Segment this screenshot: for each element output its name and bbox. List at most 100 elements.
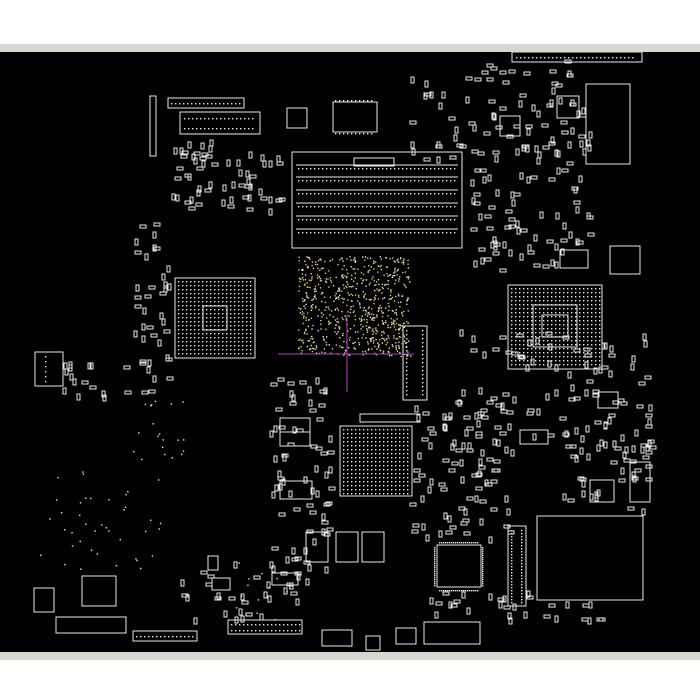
passive-component[interactable] [268,196,273,204]
passive-component[interactable] [470,348,478,353]
passive-component[interactable] [504,495,509,503]
passive-component[interactable] [228,596,236,601]
passive-component[interactable] [624,446,629,454]
passive-component[interactable] [141,390,149,395]
passive-component[interactable] [568,397,576,402]
passive-component[interactable] [449,155,457,160]
passive-component[interactable] [427,486,432,494]
passive-component[interactable] [280,571,288,576]
passive-component[interactable] [486,457,494,462]
passive-component[interactable] [413,478,421,483]
passive-component[interactable] [576,240,584,245]
passive-component[interactable] [471,149,479,154]
passive-component[interactable] [123,365,131,370]
passive-component[interactable] [481,70,489,75]
passive-component[interactable] [499,335,507,340]
passive-component[interactable] [507,423,512,431]
passive-component[interactable] [429,478,434,486]
passive-component[interactable] [478,247,486,252]
passive-component[interactable] [229,196,234,204]
passive-component[interactable] [290,591,298,596]
passive-component[interactable] [518,100,523,108]
passive-component[interactable] [277,476,285,481]
passive-component[interactable] [567,371,572,379]
passive-component[interactable] [180,579,185,587]
passive-component[interactable] [474,495,479,503]
passive-component[interactable] [200,570,208,575]
passive-component[interactable] [527,244,532,252]
passive-component[interactable] [488,99,496,104]
passive-component[interactable] [214,596,222,601]
passive-component[interactable] [166,265,171,273]
passive-component[interactable] [558,97,563,105]
passive-component[interactable] [320,451,328,456]
passive-component[interactable] [315,377,320,385]
passive-component[interactable] [89,385,97,390]
passive-component[interactable] [506,508,511,516]
passive-component[interactable] [620,467,625,475]
passive-component[interactable] [513,124,521,129]
passive-component[interactable] [579,477,587,482]
passive-component[interactable] [567,498,575,503]
passive-component[interactable] [551,87,556,95]
passive-component[interactable] [425,534,430,542]
passive-component[interactable] [569,102,577,107]
passive-component[interactable] [565,444,573,449]
passive-component[interactable] [492,347,500,352]
passive-component[interactable] [634,468,642,473]
passive-component[interactable] [287,442,295,447]
passive-component[interactable] [518,355,526,360]
passive-component[interactable] [436,156,441,164]
passive-component[interactable] [487,174,492,182]
passive-component[interactable] [262,160,267,168]
passive-component[interactable] [240,615,245,623]
passive-component[interactable] [291,547,296,555]
passive-component[interactable] [559,416,567,421]
passive-component[interactable] [631,445,636,453]
passive-component[interactable] [629,459,637,464]
passive-component[interactable] [303,560,311,565]
passive-component[interactable] [227,204,235,209]
passive-component[interactable] [245,612,253,617]
passive-component[interactable] [569,444,577,449]
passive-component[interactable] [607,417,612,425]
passive-component[interactable] [307,386,312,394]
passive-component[interactable] [424,80,429,88]
passive-component[interactable] [481,415,489,420]
passive-component[interactable] [515,148,520,156]
passive-component[interactable] [307,564,312,572]
passive-component[interactable] [171,193,176,201]
passive-component[interactable] [427,426,435,431]
passive-component[interactable] [554,615,559,623]
passive-component[interactable] [468,121,476,126]
passive-component[interactable] [571,186,579,191]
passive-component[interactable] [268,160,273,168]
passive-component[interactable] [645,413,653,418]
passive-component[interactable] [124,390,132,395]
passive-component[interactable] [303,547,308,555]
passive-component[interactable] [542,264,550,269]
passive-component[interactable] [440,487,448,492]
passive-component[interactable] [421,437,429,442]
passive-component[interactable] [490,507,498,512]
passive-component[interactable] [506,134,514,139]
passive-component[interactable] [289,401,297,406]
passive-component[interactable] [648,404,653,412]
passive-component[interactable] [519,93,527,98]
passive-component[interactable] [532,433,537,441]
passive-component[interactable] [438,530,443,538]
passive-component[interactable] [513,192,521,197]
passive-component[interactable] [581,490,586,498]
passive-component[interactable] [490,396,498,401]
bottom-left-header[interactable] [55,616,127,634]
passive-component[interactable] [278,425,286,430]
passive-component[interactable] [226,159,231,167]
passive-component[interactable] [573,200,581,205]
passive-component[interactable] [562,335,570,340]
passive-component[interactable] [216,592,221,600]
passive-component[interactable] [445,530,453,535]
passive-component[interactable] [428,442,433,450]
left-bottom-module[interactable] [81,575,117,607]
passive-component[interactable] [482,176,487,184]
sop-ic-c[interactable] [361,531,385,563]
